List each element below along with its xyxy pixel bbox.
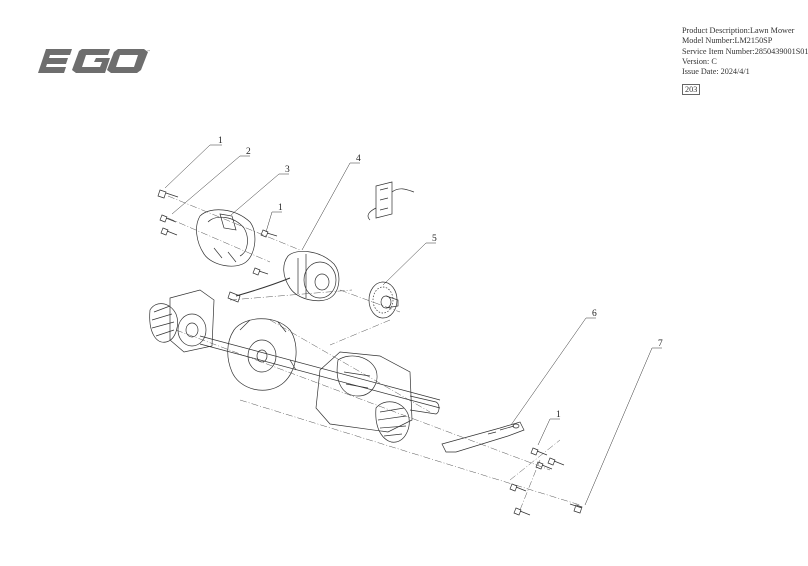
service-item-number: Service Item Number:2850439001S01 <box>682 46 808 56</box>
issue-date: Issue Date: 2024/4/1 <box>682 67 750 77</box>
callout-3: 3 <box>285 165 290 175</box>
assembly-axis-lines <box>167 195 581 511</box>
callout-2: 2 <box>246 147 251 157</box>
svg-text:™: ™ <box>147 49 150 53</box>
gear-part <box>368 281 399 319</box>
page-number: 203 <box>682 84 701 95</box>
product-description: Product Description:Lawn Mower <box>682 26 795 35</box>
callout-1-bottom: 1 <box>556 410 561 420</box>
gearbox-axle-assembly <box>149 289 441 443</box>
callout-numbers: 1 2 3 1 4 5 6 1 7 <box>218 136 663 420</box>
bracket-part <box>441 421 525 453</box>
callout-leaders <box>164 144 662 506</box>
version: Version: C <box>682 56 717 66</box>
ego-logo: ™ <box>38 49 150 73</box>
callout-4: 4 <box>356 154 361 164</box>
model-number: Model Number:LM2150SP <box>682 36 773 46</box>
callout-1-top: 1 <box>218 136 223 146</box>
wire-bracket-part <box>367 181 415 221</box>
motor-part <box>227 250 340 303</box>
callout-5: 5 <box>432 234 437 244</box>
callout-1-middle: 1 <box>278 203 283 213</box>
motor-cover-part <box>196 209 256 267</box>
product-info-block: Product Description:Lawn Mower Model Num… <box>682 26 808 77</box>
callout-7: 7 <box>658 339 663 349</box>
callout-6: 6 <box>592 309 597 319</box>
screw-parts <box>157 189 583 516</box>
